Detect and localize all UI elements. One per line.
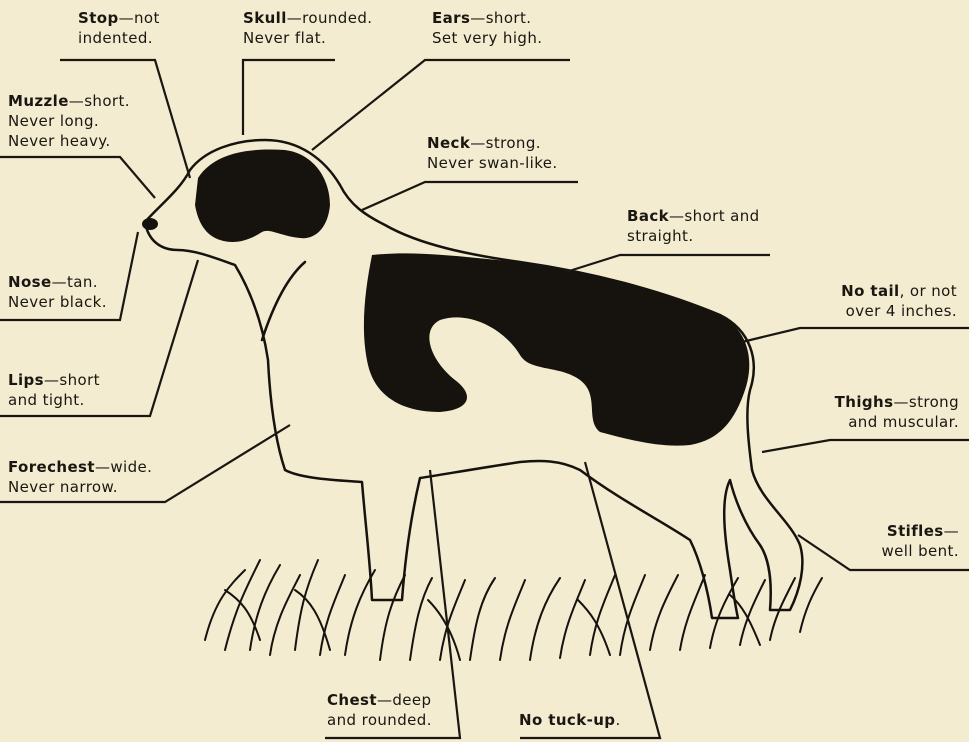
label-lips-term: Lips bbox=[8, 371, 44, 389]
label-thighs-desc-2: and muscular. bbox=[848, 413, 959, 431]
label-forechest-term: Forechest bbox=[8, 458, 95, 476]
skull-leader bbox=[243, 60, 335, 135]
label-nose-desc-1: —tan. bbox=[52, 273, 98, 291]
label-thighs: Thighs—strong and muscular. bbox=[835, 392, 959, 432]
back-leader bbox=[566, 255, 770, 272]
label-nose-term: Nose bbox=[8, 273, 52, 291]
label-skull-desc-2: Never flat. bbox=[243, 29, 326, 47]
label-back-desc-1: —short and bbox=[669, 207, 760, 225]
label-chest-desc-2: and rounded. bbox=[327, 711, 432, 729]
label-forechest-desc-1: —wide. bbox=[95, 458, 152, 476]
label-stifles: Stifles— well bent. bbox=[881, 521, 959, 561]
label-muzzle-desc-1: —short. bbox=[69, 92, 130, 110]
muzzle-leader bbox=[0, 157, 155, 198]
label-muzzle-desc-2: Never long. bbox=[8, 112, 99, 130]
neck-leader bbox=[362, 182, 578, 210]
label-back-desc-2: straight. bbox=[627, 227, 694, 245]
neck-line bbox=[262, 262, 305, 340]
label-stop-term: Stop bbox=[78, 9, 119, 27]
label-tail: No tail, or not over 4 inches. bbox=[841, 281, 957, 321]
label-stop: Stop—not indented. bbox=[78, 8, 160, 48]
eye bbox=[205, 200, 211, 204]
label-chest: Chest—deep and rounded. bbox=[327, 690, 432, 730]
label-back-term: Back bbox=[627, 207, 669, 225]
label-nose: Nose—tan. Never black. bbox=[8, 272, 107, 312]
label-nose-desc-2: Never black. bbox=[8, 293, 107, 311]
label-ears: Ears—short. Set very high. bbox=[432, 8, 542, 48]
label-lips: Lips—short and tight. bbox=[8, 370, 100, 410]
label-lips-desc-2: and tight. bbox=[8, 391, 85, 409]
label-stifles-desc-2: well bent. bbox=[881, 542, 959, 560]
label-chest-term: Chest bbox=[327, 691, 377, 709]
label-stop-desc-2: indented. bbox=[78, 29, 153, 47]
label-stifles-desc-1: — bbox=[944, 522, 959, 540]
label-thighs-desc-1: —strong bbox=[893, 393, 959, 411]
label-stifles-term: Stifles bbox=[887, 522, 944, 540]
label-ears-desc-1: —short. bbox=[470, 9, 531, 27]
label-tail-desc-1: , or not bbox=[900, 282, 957, 300]
label-skull: Skull—rounded. Never flat. bbox=[243, 8, 372, 48]
label-tail-desc-2: over 4 inches. bbox=[846, 302, 957, 320]
label-ears-desc-2: Set very high. bbox=[432, 29, 542, 47]
label-back: Back—short and straight. bbox=[627, 206, 760, 246]
label-tuckup: No tuck-up. bbox=[519, 710, 621, 730]
label-neck-desc-1: —strong. bbox=[470, 134, 541, 152]
tail-leader bbox=[742, 328, 969, 342]
label-neck-term: Neck bbox=[427, 134, 470, 152]
label-ears-term: Ears bbox=[432, 9, 470, 27]
label-stop-desc-1: —not bbox=[119, 9, 160, 27]
tuckup-leader bbox=[520, 462, 660, 738]
label-muzzle-term: Muzzle bbox=[8, 92, 69, 110]
label-thighs-term: Thighs bbox=[835, 393, 894, 411]
label-forechest: Forechest—wide. Never narrow. bbox=[8, 457, 152, 497]
label-muzzle: Muzzle—short. Never long. Never heavy. bbox=[8, 91, 130, 151]
label-tuckup-desc-1: . bbox=[615, 711, 620, 729]
label-forechest-desc-2: Never narrow. bbox=[8, 478, 118, 496]
label-skull-term: Skull bbox=[243, 9, 287, 27]
nose bbox=[142, 218, 158, 230]
label-muzzle-desc-3: Never heavy. bbox=[8, 132, 111, 150]
label-neck-desc-2: Never swan-like. bbox=[427, 154, 558, 172]
label-tail-term: No tail bbox=[841, 282, 899, 300]
label-skull-desc-1: —rounded. bbox=[287, 9, 373, 27]
thighs-leader bbox=[762, 440, 969, 452]
label-neck: Neck—strong. Never swan-like. bbox=[427, 133, 558, 173]
label-lips-desc-1: —short bbox=[44, 371, 100, 389]
grass bbox=[205, 560, 822, 660]
head-patch bbox=[195, 150, 330, 242]
label-chest-desc-1: —deep bbox=[377, 691, 432, 709]
back-patch bbox=[364, 253, 749, 445]
label-tuckup-term: No tuck-up bbox=[519, 711, 615, 729]
